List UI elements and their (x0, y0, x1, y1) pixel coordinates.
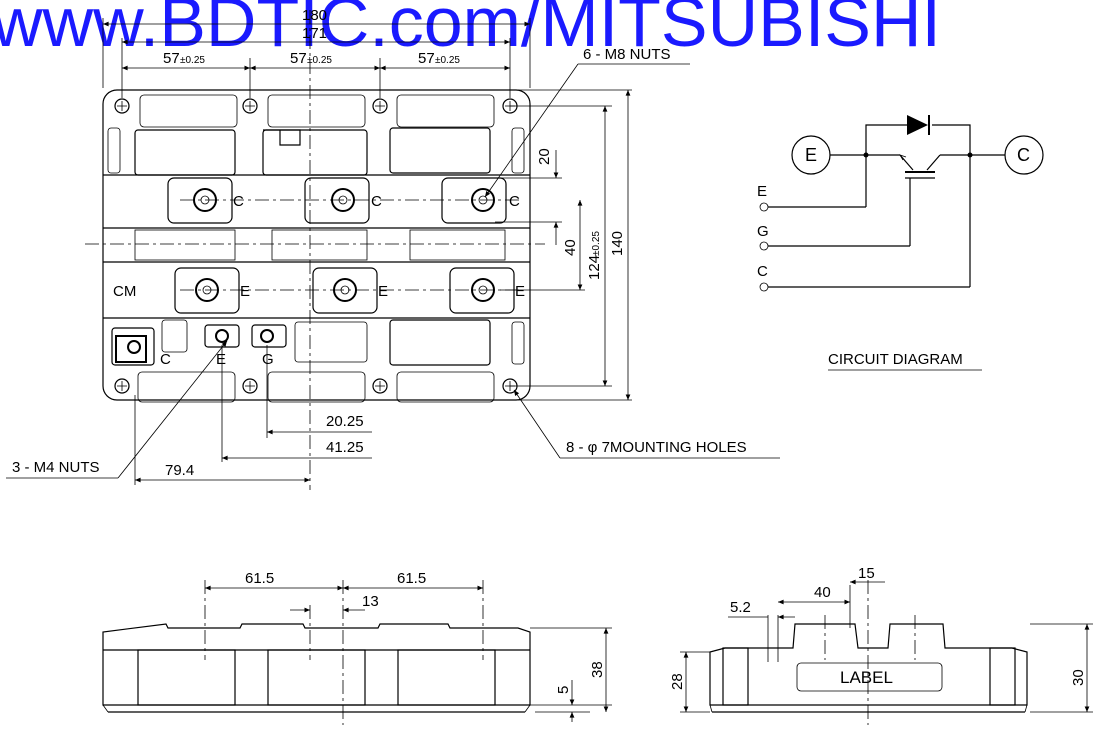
dim-180: 180 (302, 7, 327, 24)
dim-124: 124 (586, 255, 603, 280)
dim-79-4: 79.4 (165, 462, 194, 479)
front-view: 61.5 61.5 13 38 5 (102, 570, 612, 725)
dim-41-25: 41.25 (326, 439, 364, 456)
terminal-label-e2: E (378, 283, 388, 300)
dim-13: 13 (362, 593, 379, 610)
mounting-holes (114, 98, 518, 394)
dim-40: 40 (562, 239, 579, 256)
igbt-icon (899, 154, 941, 179)
side-view: LABEL 15 40 5.2 28 30 (669, 565, 1093, 725)
dim-40-side: 40 (814, 584, 831, 601)
node-e-label: E (805, 145, 817, 165)
terminal-label-c2: C (371, 193, 382, 210)
terminal-label-e3: E (515, 283, 525, 300)
aux-label-e: E (216, 351, 226, 368)
diode-icon (907, 115, 928, 135)
module-label: CM (113, 283, 136, 300)
dim-124-tol: ±0.25 (591, 231, 602, 256)
aux-label-g: G (262, 351, 274, 368)
terminal-e: E (757, 183, 767, 200)
callout-mounting-holes: 8 - φ 7MOUNTING HOLES (566, 439, 747, 456)
dim-57b-tol: ±0.25 (307, 55, 332, 66)
terminal-label-c1: C (233, 193, 244, 210)
dim-20: 20 (536, 148, 553, 165)
dim-5: 5 (555, 686, 572, 694)
callout-m8-nuts: 6 - M8 NUTS (583, 46, 671, 63)
circuit-caption: CIRCUIT DIAGRAM (828, 351, 963, 368)
top-view: C C C E E E CM C E G 180 171 57 ±0.25 57… (6, 7, 780, 490)
module-outline (102, 89, 531, 401)
dim-57b: 57 (290, 50, 307, 67)
dim-38: 38 (589, 661, 606, 678)
label-box (796, 662, 943, 692)
aux-label-c: C (160, 351, 171, 368)
terminal-c: C (757, 263, 768, 280)
dim-57c: 57 (418, 50, 435, 67)
watermark: www.BDTIC.com/MITSUBISHI (0, 0, 941, 61)
dim-61-5a: 61.5 (245, 570, 274, 587)
callout-m4-nuts: 3 - M4 NUTS (12, 459, 100, 476)
terminal-label-c3: C (509, 193, 520, 210)
dim-20-25: 20.25 (326, 413, 364, 430)
dim-30: 30 (1070, 669, 1087, 686)
dim-28: 28 (669, 673, 686, 690)
dim-15: 15 (858, 565, 875, 582)
dim-171: 171 (302, 25, 327, 42)
node-c-label: C (1017, 145, 1030, 165)
dim-5-2: 5.2 (730, 599, 751, 616)
dim-57a: 57 (163, 50, 180, 67)
terminal-g: G (757, 223, 769, 240)
label-text: LABEL (840, 668, 893, 687)
dim-57c-tol: ±0.25 (435, 55, 460, 66)
terminal-label-e1: E (240, 283, 250, 300)
circuit-diagram: E C E G C CIRCUIT DIAGRAM (757, 115, 1044, 371)
dim-61-5b: 61.5 (397, 570, 426, 587)
dim-57a-tol: ±0.25 (180, 55, 205, 66)
dim-140: 140 (609, 231, 626, 256)
